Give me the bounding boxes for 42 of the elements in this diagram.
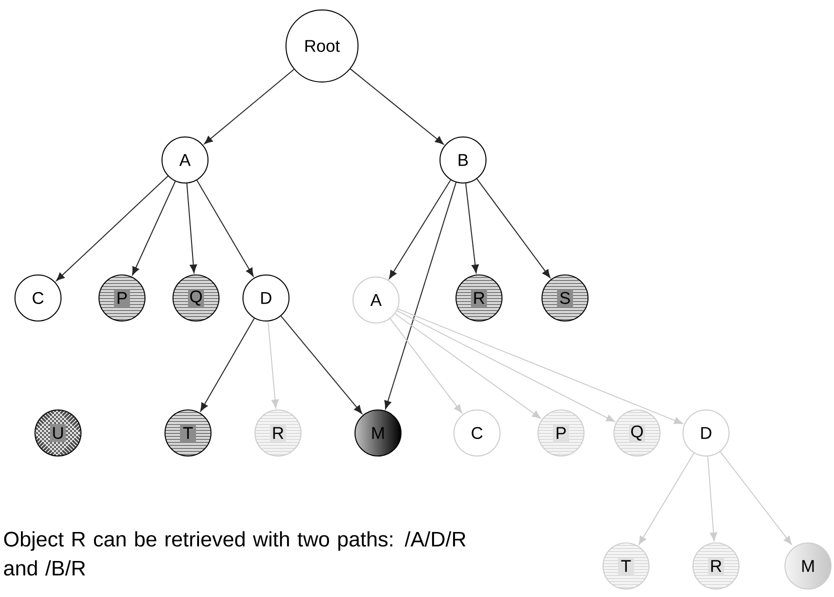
circle-node: B xyxy=(440,136,486,184)
circle-node: D xyxy=(242,274,290,322)
arrow xyxy=(204,68,294,144)
arrow xyxy=(638,452,694,545)
circle-node: R xyxy=(692,542,740,590)
circle-node: A xyxy=(352,276,400,324)
circle-node: M xyxy=(354,410,402,456)
circle-node: C xyxy=(14,274,62,322)
circle-node: U xyxy=(34,410,82,456)
arrow xyxy=(397,308,683,424)
circle-node: S xyxy=(542,274,588,322)
circle-node: D xyxy=(682,410,730,456)
circle-node: R xyxy=(254,410,302,456)
arrow xyxy=(465,182,479,274)
circle-node: A xyxy=(162,136,208,184)
arrow xyxy=(388,179,452,279)
arrow xyxy=(394,313,541,419)
arrow xyxy=(720,451,792,545)
circle-node: Q xyxy=(172,274,220,322)
arrow xyxy=(384,182,457,410)
arrow xyxy=(280,316,362,414)
circle-node: P xyxy=(538,410,584,456)
arrow xyxy=(200,318,255,412)
circle-node: Q xyxy=(614,410,660,456)
circle-node: T xyxy=(602,542,650,590)
arrow xyxy=(707,456,718,542)
arrow xyxy=(350,68,444,144)
circle-node: R xyxy=(456,274,502,322)
arrow xyxy=(196,180,254,277)
circle-node: M xyxy=(784,542,832,590)
arrow xyxy=(268,320,279,408)
circle-node: Root xyxy=(286,10,358,82)
circle-node: C xyxy=(454,410,500,456)
circle-node: P xyxy=(98,274,146,322)
note-text: Object R can be retrieved with two paths: /A/D/R and /B/R xyxy=(4,531,466,576)
arrow xyxy=(396,310,615,422)
arrow xyxy=(476,178,550,278)
arrow xyxy=(132,180,176,276)
arrow xyxy=(390,318,462,414)
arrow xyxy=(186,182,197,274)
circle-node: T xyxy=(164,410,212,456)
arrow xyxy=(56,176,168,282)
